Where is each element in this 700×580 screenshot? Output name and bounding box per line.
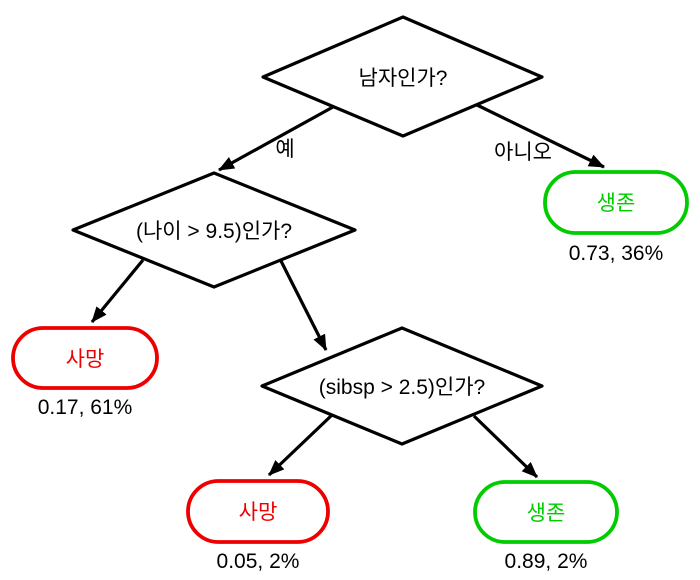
leaf-node-died-sibsp-stat: 0.05, 2% [217,550,300,573]
leaf-node-died-male [11,326,159,390]
leaf-node-died-male-label: 사망 [66,348,105,371]
leaf-node-survived-child-stat: 0.89, 2% [505,550,588,573]
leaf-node-died-sibsp-label: 사망 [239,501,278,524]
edge-sibsp-to-survived [472,414,539,479]
edge-label-yes: 예 [275,138,294,161]
edge-sibsp-to-died [267,413,334,477]
decision-node-is-male-label: 남자인가? [359,67,448,90]
decision-node-sibsp [260,326,544,446]
decision-node-sibsp-label: (sibsp > 2.5)인가? [319,376,485,399]
leaf-node-died-sibsp [186,479,330,544]
edge-root-to-age [218,105,334,172]
leaf-node-survived-female-label: 생존 [597,192,636,215]
leaf-node-survived-female-stat: 0.73, 36% [569,242,664,265]
leaf-node-survived-child [473,480,619,544]
edge-age-to-sibsp [279,260,328,351]
edge-root-to-survived [476,103,605,169]
edge-label-no: 아니오 [494,141,552,164]
leaf-node-survived-child-label: 생존 [527,502,566,525]
leaf-node-survived-female [543,170,689,235]
edge-age-to-died [90,258,145,324]
leaf-node-died-male-stat: 0.17, 61% [38,396,133,419]
decision-node-is-male [261,15,544,138]
decision-node-age [71,171,357,289]
decision-node-age-label: (나이 > 9.5)인가? [136,220,292,243]
